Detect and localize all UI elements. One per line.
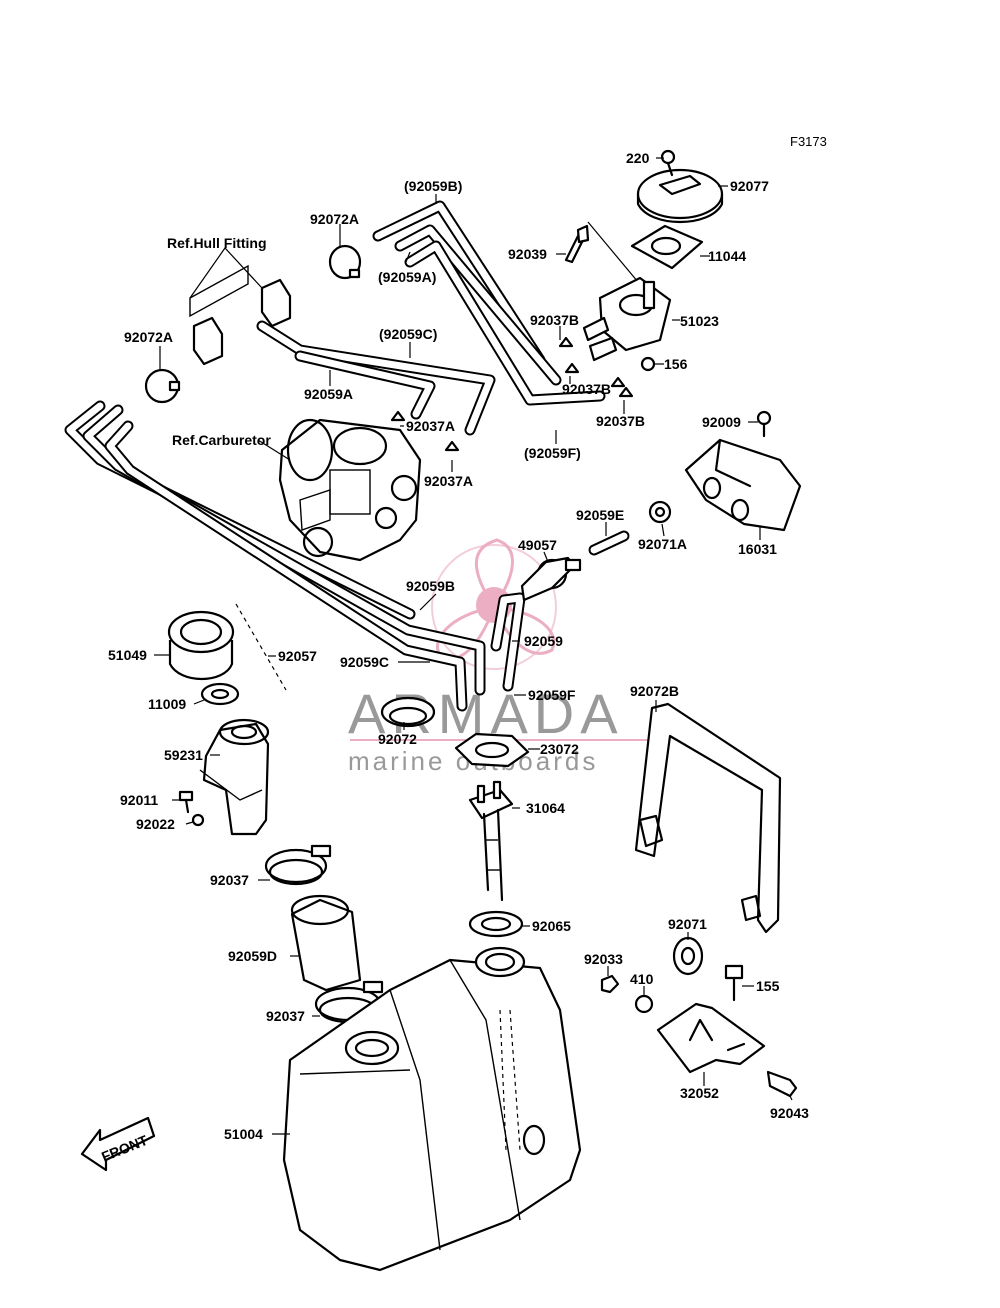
label-92059B: 92059B <box>406 578 455 594</box>
clips-92037 <box>390 336 634 452</box>
part-92022-washer <box>191 813 205 827</box>
hose-92059A <box>294 350 436 420</box>
label-92009: 92009 <box>702 414 741 430</box>
label-155: 155 <box>756 978 780 994</box>
part-92043-bolt <box>766 1070 798 1098</box>
front-arrow-icon <box>80 1116 156 1172</box>
part-92065-gasket <box>468 910 524 938</box>
label-92059F: 92059F <box>528 687 576 703</box>
part-92011-screw <box>178 790 194 814</box>
part-92072B-strap <box>634 702 782 934</box>
label-92059C: 92059C <box>340 654 389 670</box>
part-92071A-grommet <box>648 500 672 524</box>
part-23072-nut <box>454 732 530 768</box>
label-92011: 92011 <box>120 792 158 808</box>
part-92033-nut <box>600 974 620 994</box>
figure-code: F3173 <box>790 134 827 149</box>
label-ref-hull-fitting: Ref.Hull Fitting <box>167 235 267 251</box>
label-92071: 92071 <box>668 916 707 932</box>
label-92037-1: 92037 <box>210 872 249 888</box>
label-92072B: 92072B <box>630 683 679 699</box>
label-23072: 23072 <box>540 741 579 757</box>
label-220: 220 <box>626 150 650 166</box>
label-410: 410 <box>630 971 654 987</box>
clamp-92037-upper <box>264 844 332 886</box>
label-11044: 11044 <box>708 248 746 264</box>
label-92072A-top: 92072A <box>310 211 359 227</box>
label-92059E: 92059E <box>576 507 624 523</box>
label-16031: 16031 <box>738 541 777 557</box>
label-51049: 51049 <box>108 647 147 663</box>
label-92065: 92065 <box>532 918 571 934</box>
clamp-92072A-left <box>144 368 181 404</box>
label-92037A-1: 92037A <box>406 418 455 434</box>
label-92072A-left: 92072A <box>124 329 173 345</box>
label-92071A: 92071A <box>638 536 687 552</box>
label-92039: 92039 <box>508 246 547 262</box>
part-92057-chain <box>235 603 287 691</box>
label-51023: 51023 <box>680 313 719 329</box>
label-92059B-top: (92059B) <box>404 178 462 194</box>
carburetor-ref <box>278 418 422 562</box>
part-92039-bolt <box>564 221 639 283</box>
part-92077-cap <box>636 168 724 223</box>
part-31064-pickup <box>468 780 514 902</box>
part-410-washer <box>634 994 654 1014</box>
hose-92059E <box>588 530 630 556</box>
hose-long-set <box>64 400 526 712</box>
part-220-screw <box>660 149 676 177</box>
label-92037B-3: 92037B <box>596 413 645 429</box>
label-92059A-paren: (92059A) <box>378 269 436 285</box>
leader-lines <box>154 157 793 1135</box>
label-92037B-2: 92037B <box>562 381 611 397</box>
hull-fitting-ref <box>189 264 292 366</box>
label-92059C-paren: (92059C) <box>379 326 437 342</box>
hose-92059A-top <box>394 224 562 386</box>
part-labels: 220 92077 (92059B) 92072A Ref.Hull Fitti… <box>108 150 809 1142</box>
label-92072: 92072 <box>378 731 417 747</box>
part-49057-filter <box>520 556 582 602</box>
part-92009-screw <box>756 410 772 438</box>
label-59231: 59231 <box>164 747 203 763</box>
label-ref-carburetor: Ref.Carburetor <box>172 432 271 448</box>
label-92057: 92057 <box>278 648 317 664</box>
part-32052-mount <box>656 1002 766 1074</box>
label-49057: 49057 <box>518 537 557 553</box>
part-11044-gasket <box>630 224 704 270</box>
part-155-bolt <box>724 964 744 1002</box>
label-156: 156 <box>664 356 688 372</box>
part-51049-cap <box>167 610 235 681</box>
label-92059: 92059 <box>524 633 563 649</box>
part-51004-fuel-tank <box>282 946 582 1272</box>
label-92077: 92077 <box>730 178 769 194</box>
label-92037-2: 92037 <box>266 1008 305 1024</box>
part-51023-valve <box>582 276 672 372</box>
label-92059D: 92059D <box>228 948 277 964</box>
part-11009-gasket <box>200 682 240 706</box>
hose-92059B-top <box>372 200 546 366</box>
label-92043: 92043 <box>770 1105 809 1121</box>
clamp-92072A-top <box>328 244 362 280</box>
clamp-92072 <box>380 696 436 728</box>
part-59231-filler-neck <box>199 718 270 836</box>
label-92033: 92033 <box>584 951 623 967</box>
part-92071-grommet <box>672 936 704 976</box>
label-92059A: 92059A <box>304 386 353 402</box>
label-32052: 32052 <box>680 1085 719 1101</box>
part-16031-block <box>684 438 802 532</box>
label-31064: 31064 <box>526 800 565 816</box>
hose-92059C <box>256 320 496 436</box>
label-92059F-paren: (92059F) <box>524 445 581 461</box>
label-92022: 92022 <box>136 816 175 832</box>
label-92037A-2: 92037A <box>424 473 473 489</box>
label-11009: 11009 <box>148 696 186 712</box>
label-51004: 51004 <box>224 1126 263 1142</box>
label-92037B-1: 92037B <box>530 312 579 328</box>
hose-92059D <box>290 894 362 992</box>
hose-92059F-top <box>404 240 606 406</box>
